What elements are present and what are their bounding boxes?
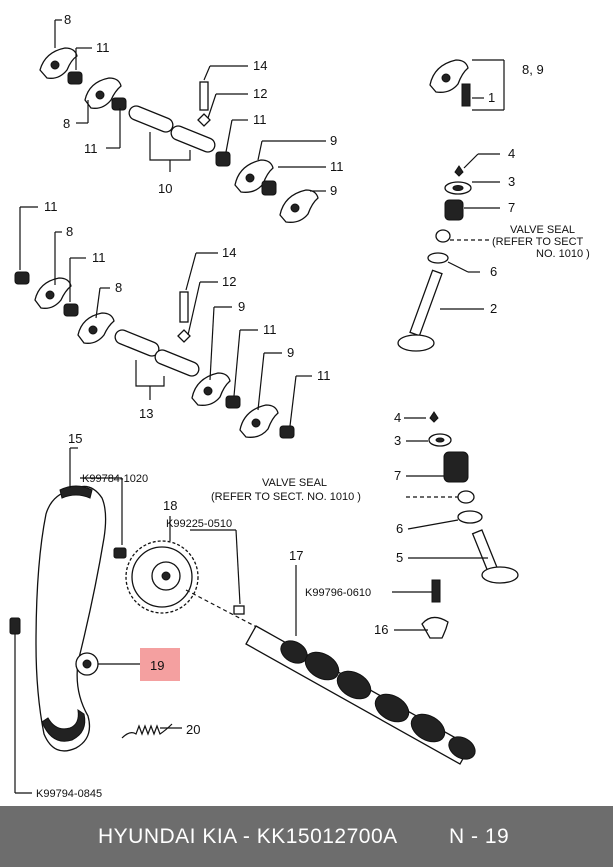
callout-11g: 11 [263,322,277,337]
callout-1: 1 [488,90,495,105]
callout-16: 16 [374,622,388,637]
note-labels: VALVE SEAL (REFER TO SECT NO. 1010 ) VAL… [36,224,590,800]
callout-20: 20 [186,722,200,737]
spring-11a [67,71,83,85]
callout-12a: 12 [253,86,267,101]
bolt-label-1: K99784-1020 [82,473,148,485]
footer-brand-part-number: HYUNDAI KIA - KK15012700A [98,824,398,848]
callout-13: 13 [139,406,153,421]
callout-15: 15 [68,431,82,446]
valve-seal-note-1-line2: (REFER TO SECT [492,236,584,248]
valve-stack-lower [392,411,519,639]
spring-11b [111,97,127,111]
camshaft-sprocket [125,516,199,614]
highlight-box [140,648,180,681]
bolts [9,477,245,794]
valve-seal-note-1-line3: NO. 1010 ) [536,248,590,260]
lower-rocker-assembly [14,271,295,439]
middle-leaders [19,206,312,427]
callout-11e: 11 [44,199,58,214]
upper-leaders [54,19,326,192]
adjuster-rocker [429,59,505,111]
timing-belt [35,447,107,752]
tensioner-pulley [75,648,180,681]
callout-4a: 4 [508,146,515,161]
exploded-parts-diagram: 8 11 8 11 10 14 12 11 9 11 9 8, 9 1 4 3 … [9,12,590,800]
valve-seal-note-2-line2: (REFER TO SECT. NO. 1010 ) [211,491,361,503]
upper-rocker-assembly [39,47,319,223]
callout-11a: 11 [96,40,110,55]
callout-8a: 8 [64,12,71,27]
spring-20 [121,723,182,739]
callout-11h: 11 [317,368,331,383]
callout-6b: 6 [396,521,403,536]
callout-10: 10 [158,181,172,196]
callout-2: 2 [490,301,497,316]
camshaft [185,565,476,765]
callout-11d: 11 [330,159,344,174]
bolt-label-3: K99796-0610 [305,587,371,599]
valve-seal-note-1-line1: VALVE SEAL [510,224,575,236]
callout-11f: 11 [92,250,106,265]
callout-9c: 9 [238,299,245,314]
valve-stack-upper [397,153,500,352]
callout-8-9: 8, 9 [522,62,544,77]
callout-11c: 11 [253,112,267,127]
callout-7a: 7 [508,200,515,215]
callout-9a: 9 [330,133,337,148]
callout-8d: 8 [115,280,122,295]
callout-4b: 4 [394,410,401,425]
callout-8b: 8 [63,116,70,131]
callout-9b: 9 [330,183,337,198]
callout-11b: 11 [84,141,98,156]
callout-5: 5 [396,550,403,565]
callout-17: 17 [289,548,303,563]
valve-seal-note-2-line1: VALVE SEAL [262,477,327,489]
callout-3b: 3 [394,433,401,448]
footer-page-number: N - 19 [449,824,510,848]
callout-14a: 14 [253,58,267,73]
callout-7b: 7 [394,468,401,483]
bolt-label-2: K99225-0510 [166,518,232,530]
callout-12b: 12 [222,274,236,289]
callout-18: 18 [163,498,177,513]
footer-bar: HYUNDAI KIA - KK15012700A N - 19 [0,806,613,867]
callout-19: 19 [150,658,164,673]
callout-9d: 9 [287,345,294,360]
callout-8c: 8 [66,224,73,239]
callout-6a: 6 [490,264,497,279]
callout-3a: 3 [508,174,515,189]
bolt-label-4: K99794-0845 [36,788,102,800]
callout-14b: 14 [222,245,236,260]
callout-labels: 8 11 8 11 10 14 12 11 9 11 9 8, 9 1 4 3 … [44,12,544,737]
